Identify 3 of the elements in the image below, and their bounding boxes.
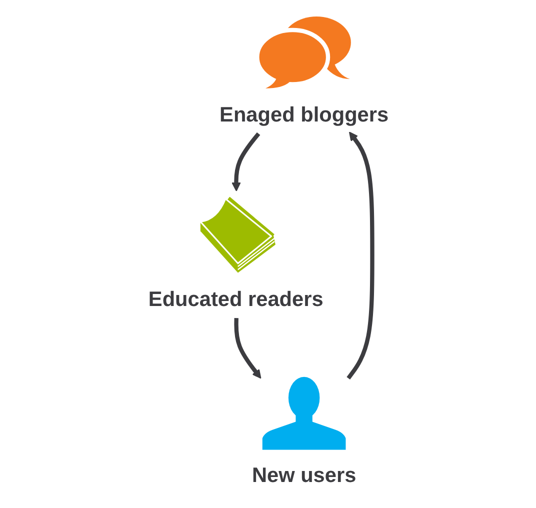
step-label: Educated readers [146,287,324,314]
step-label: New users [250,463,357,490]
step-label: Enaged bloggers [218,102,390,129]
